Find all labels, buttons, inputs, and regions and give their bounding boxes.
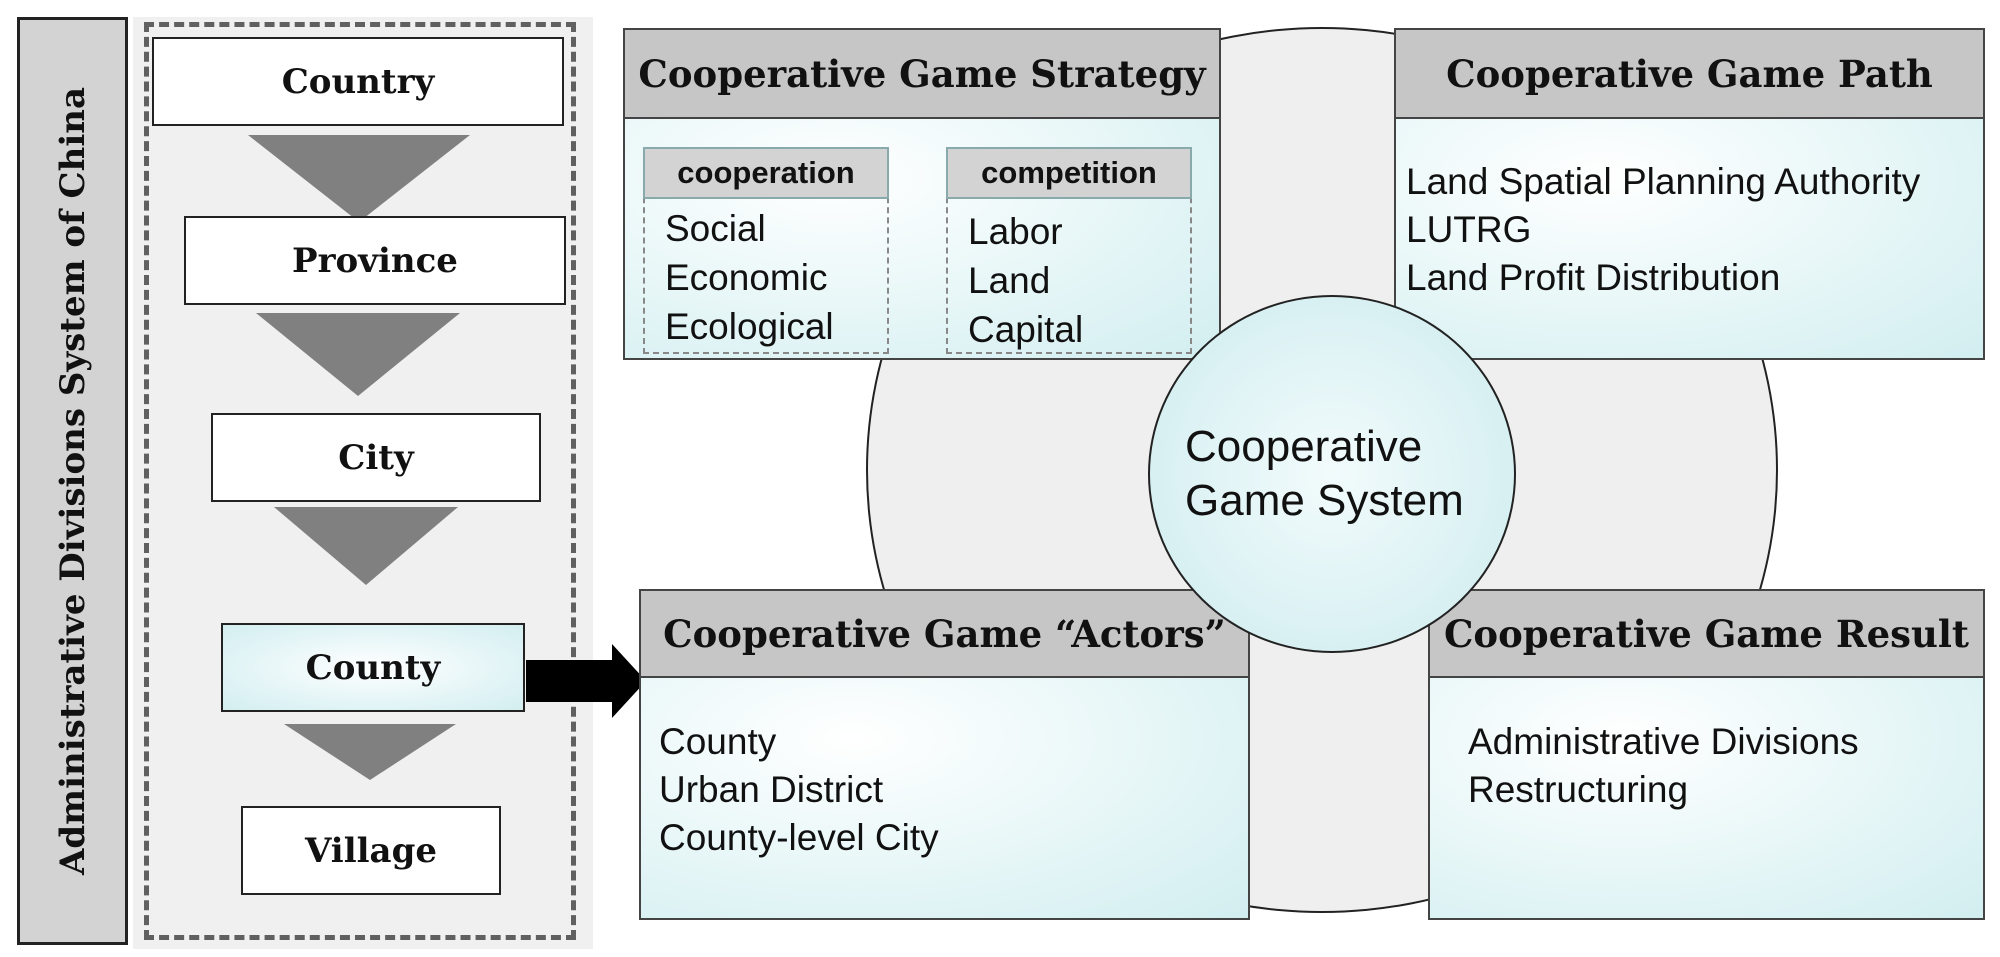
level-county: County xyxy=(221,623,525,712)
competition-item: Labor xyxy=(968,211,1063,252)
actors-list: County Urban District County-level City xyxy=(659,718,939,862)
cooperation-title: cooperation xyxy=(643,147,889,199)
down-arrow-triangle-4 xyxy=(284,724,456,780)
admin-divisions-title-box: Administrative Divisions System of China xyxy=(17,17,128,945)
strategy-title: Cooperative Game Strategy xyxy=(625,30,1219,119)
result-item: Restructuring xyxy=(1468,769,1689,810)
path-item: Land Profit Distribution xyxy=(1406,257,1781,298)
result-title: Cooperative Game Result xyxy=(1430,591,1983,678)
down-arrow-triangle-3 xyxy=(274,507,458,585)
level-village: Village xyxy=(241,806,501,895)
cooperation-item: Economic xyxy=(665,257,828,298)
cooperation-list: Social Economic Ecological xyxy=(665,204,834,351)
path-box: Cooperative Game Path Land Spatial Plann… xyxy=(1394,28,1985,360)
cooperation-item: Ecological xyxy=(665,306,834,347)
actors-box: Cooperative Game “Actors” County Urban D… xyxy=(639,589,1250,920)
path-item: Land Spatial Planning Authority xyxy=(1406,161,1921,202)
path-list: Land Spatial Planning Authority LUTRG La… xyxy=(1406,158,1920,302)
competition-item: Capital xyxy=(968,309,1084,350)
actors-item: Urban District xyxy=(659,769,884,810)
result-list: Administrative Divisions Restructuring xyxy=(1468,718,1859,814)
competition-title: competition xyxy=(946,147,1192,199)
center-circle-line1: Cooperative xyxy=(1185,422,1423,471)
competition-list: Labor Land Capital xyxy=(968,207,1083,354)
level-province: Province xyxy=(184,216,566,305)
level-city: City xyxy=(211,413,541,502)
actors-item: County-level City xyxy=(659,817,939,858)
competition-item: Land xyxy=(968,260,1051,301)
down-arrow-triangle-2 xyxy=(256,313,460,396)
center-circle: Cooperative Game System xyxy=(1148,295,1516,653)
cooperation-box: cooperation Social Economic Ecological xyxy=(643,147,889,354)
path-item: LUTRG xyxy=(1406,209,1532,250)
hierarchy-dashed-border xyxy=(144,22,576,940)
competition-box: competition Labor Land Capital xyxy=(946,147,1192,354)
cooperation-item: Social xyxy=(665,208,766,249)
strategy-box: Cooperative Game Strategy cooperation So… xyxy=(623,28,1221,360)
center-circle-line2: Game System xyxy=(1185,476,1464,525)
right-arrow-icon xyxy=(526,644,646,718)
result-item: Administrative Divisions xyxy=(1468,721,1859,762)
level-country: Country xyxy=(152,37,564,126)
admin-divisions-title: Administrative Divisions System of China xyxy=(52,86,93,876)
path-title: Cooperative Game Path xyxy=(1396,30,1983,119)
result-box: Cooperative Game Result Administrative D… xyxy=(1428,589,1985,920)
actors-title: Cooperative Game “Actors” xyxy=(641,591,1248,678)
actors-item: County xyxy=(659,721,777,762)
down-arrow-triangle-1 xyxy=(248,135,470,222)
